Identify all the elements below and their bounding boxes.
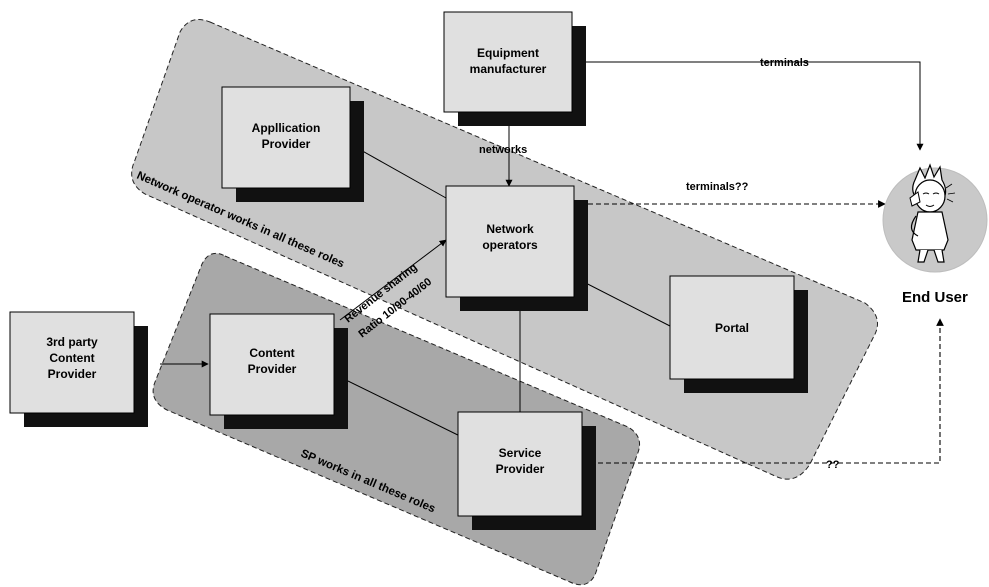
node-portal: Portal — [669, 275, 808, 393]
network-label-line1: Network — [486, 222, 534, 236]
node-content-provider: Content Provider — [209, 313, 348, 429]
node-network-operators: Network operators — [445, 185, 588, 311]
thirdparty-label-line3: Provider — [48, 367, 97, 381]
networks-label: networks — [479, 144, 527, 156]
application-label-line1: Appllication — [252, 121, 321, 135]
node-equipment-manufacturer: Equipment manufacturer — [443, 11, 586, 126]
terminals-label: terminals — [760, 57, 809, 69]
end-user-avatar-icon — [882, 163, 988, 273]
service-label-line2: Provider — [496, 462, 545, 476]
edge-revenue-sharing — [339, 239, 447, 321]
content-label-line2: Provider — [248, 362, 297, 376]
edge-app-to-network — [349, 143, 447, 199]
thirdparty-label-line2: Content — [49, 351, 94, 365]
application-label-line2: Provider — [262, 137, 311, 151]
qq-label: ?? — [826, 459, 840, 471]
node-third-party-content-provider: 3rd party Content Provider — [9, 311, 148, 427]
network-label-line2: operators — [482, 238, 538, 252]
thirdparty-label-line1: 3rd party — [46, 335, 98, 349]
equipment-label-line2: manufacturer — [470, 62, 547, 76]
equipment-label-line1: Equipment — [477, 46, 539, 60]
edge-network-to-portal — [571, 275, 671, 327]
end-user-label: End User — [902, 289, 968, 306]
service-label-line1: Service — [499, 446, 542, 460]
terminals-q-label: terminals?? — [686, 181, 749, 193]
content-label-line1: Content — [249, 346, 294, 360]
node-service-provider: Service Provider — [457, 411, 596, 530]
edge-service-to-enduser — [598, 318, 944, 464]
portal-label: Portal — [715, 321, 749, 335]
node-application-provider: Appllication Provider — [221, 86, 364, 202]
edge-content-to-service — [347, 380, 469, 441]
edge-equipment-terminals — [582, 61, 924, 151]
